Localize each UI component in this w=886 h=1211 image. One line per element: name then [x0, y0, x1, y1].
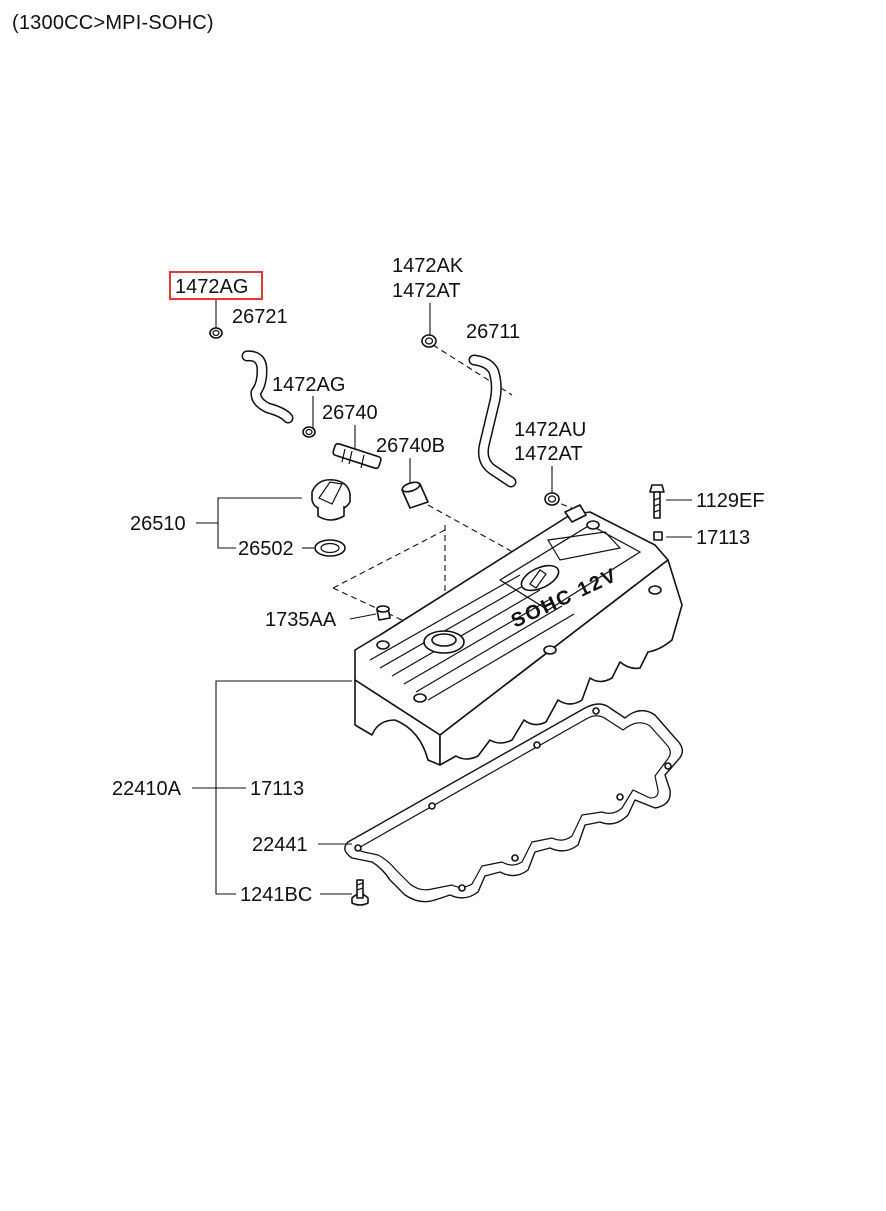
leader-lines — [192, 300, 692, 895]
callout-26721[interactable]: 26721 — [232, 306, 288, 328]
callout-1472AG-highlighted[interactable]: 1472AG — [175, 276, 248, 298]
pcv-hose-26711 — [468, 354, 517, 488]
grommet-26740B — [401, 481, 429, 509]
cap-gasket-26502 — [314, 539, 346, 557]
callout-1241BC[interactable]: 1241BC — [240, 884, 312, 906]
breather-hose-26721 — [241, 350, 294, 424]
part-callouts: 1472AG 26721 1472AG 26740 1472AK 1472AT … — [112, 255, 765, 906]
callout-26502[interactable]: 26502 — [238, 538, 294, 560]
diagram-title: (1300CC>MPI-SOHC) — [12, 12, 214, 34]
callout-1472AU[interactable]: 1472AU — [514, 419, 586, 441]
hose-clamp-top-left — [209, 327, 223, 339]
plug-1735AA — [376, 605, 391, 621]
callout-26740B[interactable]: 26740B — [376, 435, 445, 457]
rocker-cover-22410A: SOHC 12V — [354, 504, 683, 766]
callout-22410A[interactable]: 22410A — [112, 778, 182, 800]
callout-26510[interactable]: 26510 — [130, 513, 186, 535]
cover-gasket-22441 — [344, 703, 683, 903]
callout-1472AG[interactable]: 1472AG — [272, 374, 345, 396]
callout-17113-bottom[interactable]: 17113 — [250, 778, 304, 800]
screw-1241BC — [351, 879, 369, 906]
hose-clamp-top-right — [421, 334, 437, 348]
callout-26740[interactable]: 26740 — [322, 402, 378, 424]
bolt-1129EF — [649, 484, 665, 519]
callout-26711[interactable]: 26711 — [466, 321, 520, 343]
oil-filler-cap-26510 — [311, 478, 351, 521]
callout-17113-top[interactable]: 17113 — [696, 527, 750, 549]
callout-1129EF[interactable]: 1129EF — [696, 490, 765, 512]
callout-22441[interactable]: 22441 — [252, 834, 308, 856]
highlighted-part-box — [169, 271, 263, 300]
nut-17113 — [653, 531, 663, 541]
callout-1472AT-mid[interactable]: 1472AT — [514, 443, 583, 465]
pcv-valve-26740 — [332, 442, 382, 470]
hose-clamp-mid-left — [302, 426, 316, 438]
callout-1472AT-top[interactable]: 1472AT — [392, 280, 461, 302]
callout-1735AA[interactable]: 1735AA — [265, 609, 337, 631]
callout-1472AK[interactable]: 1472AK — [392, 255, 464, 277]
hose-clamp-mid-right — [544, 492, 560, 506]
